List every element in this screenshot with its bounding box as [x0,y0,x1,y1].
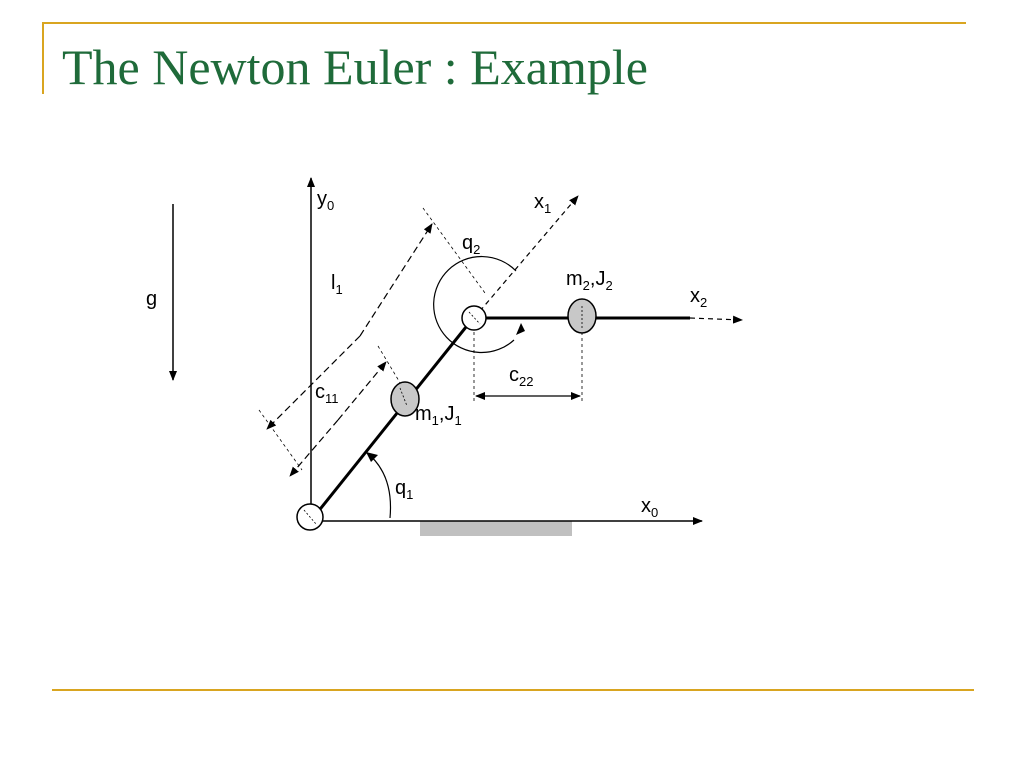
q2-angle-arc [433,255,517,354]
c11-dimension-upper [337,361,387,421]
bottom-border-line [52,689,974,691]
l1-dimension-upper [359,223,433,337]
q2-arc-arrowhead [516,323,525,335]
l1-extension-bottom [258,409,303,471]
mass-1-mark [399,387,408,407]
q2-label: q2 [462,232,480,257]
x2-label: x2 [690,285,707,310]
c22-label: c22 [509,364,533,389]
c11-label: c11 [315,381,339,406]
q1-arc-arrowhead [366,452,378,462]
ground-support [420,521,572,536]
left-border-line [42,22,44,94]
gravity-label: g [146,288,157,310]
q1-angle-arc [365,451,392,519]
y0-label: y0 [317,188,334,213]
elbow-joint-mark [468,311,481,325]
x1-label: x1 [534,191,551,216]
elbow-joint [461,305,487,331]
c11-dimension-lower [289,419,339,477]
m1-j1-label: m1,J1 [415,403,462,428]
m2-j2-label: m2,J2 [566,268,613,293]
base-joint-mark [303,509,317,525]
top-border-line [42,22,966,24]
l1-dimension-lower [266,335,361,430]
q1-label: q1 [395,477,413,502]
x0-label: x0 [641,495,658,520]
l1-label: l1 [331,272,343,297]
mass-1 [390,381,420,417]
link-1 [311,321,472,519]
slide-title: The Newton Euler : Example [62,39,648,95]
x2-axis [689,315,743,324]
